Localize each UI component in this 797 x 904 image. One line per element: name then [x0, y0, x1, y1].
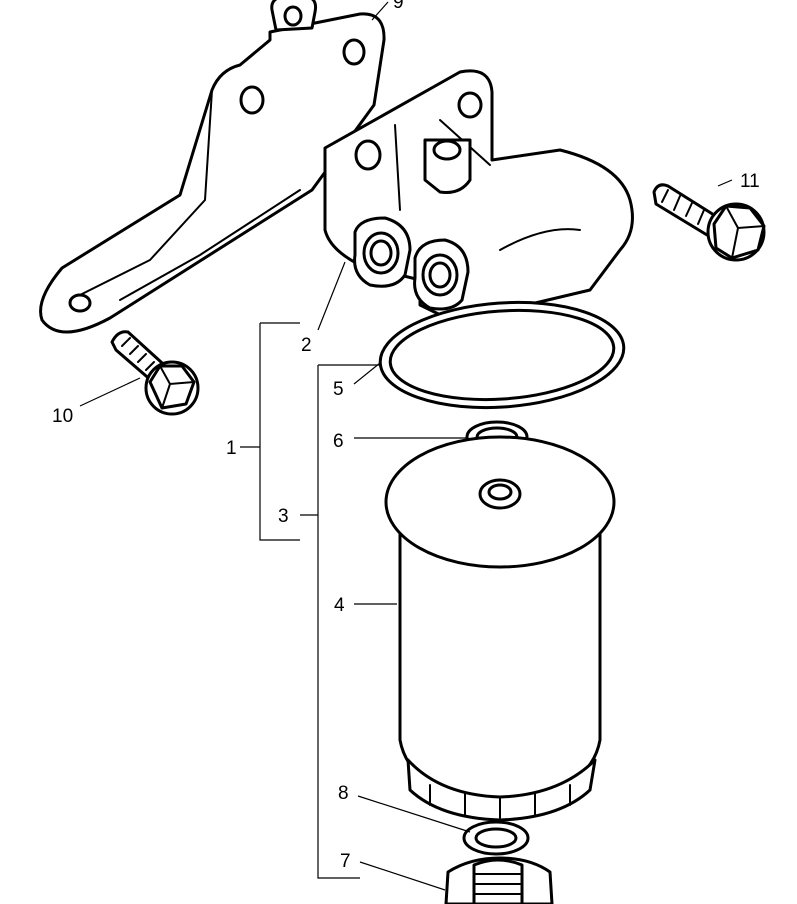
callout-2: 2: [301, 335, 312, 356]
callout-4: 4: [334, 595, 345, 616]
callout-8: 8: [338, 783, 349, 804]
callout-1: 1: [226, 438, 237, 459]
filter-head: [323, 69, 634, 324]
drain-plug: [444, 856, 554, 904]
callout-6: 6: [333, 431, 344, 452]
callout-5: 5: [333, 379, 344, 400]
o-ring-large: [378, 300, 626, 410]
callout-7: 7: [340, 851, 351, 872]
mounting-bracket: [39, 0, 386, 334]
bolt-right: [652, 183, 766, 262]
leader-lines: [79, 1, 733, 891]
bolt-left: [110, 330, 200, 416]
callout-9: 9: [393, 0, 404, 13]
callout-10: 10: [52, 406, 73, 427]
filter-cartridge: [384, 435, 616, 822]
callouts: 1 2 3 4 5 6 7 8 9 10 11: [52, 0, 760, 872]
callout-11: 11: [740, 171, 760, 192]
washer: [462, 820, 530, 856]
callout-3: 3: [278, 506, 289, 527]
